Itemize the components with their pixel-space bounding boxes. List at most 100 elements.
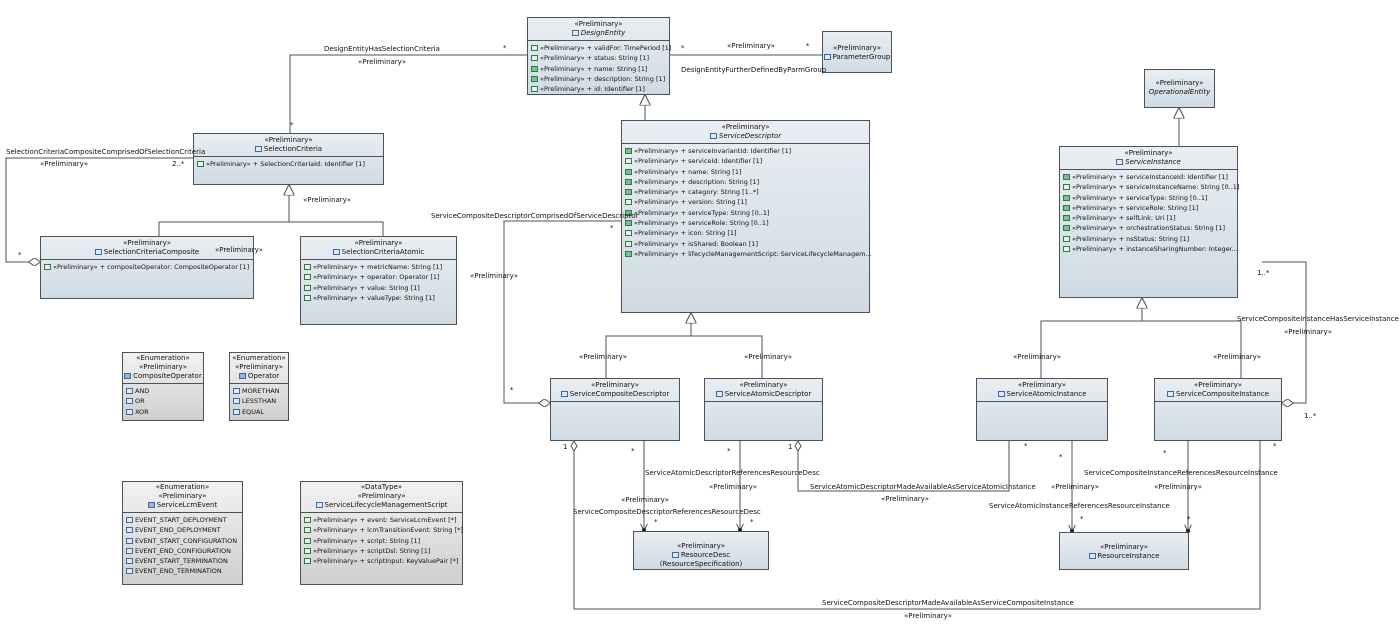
attribute-icon	[304, 274, 311, 281]
enum-operator[interactable]: «Enumeration»«Preliminary»Operator MORET…	[229, 352, 289, 421]
association-name-label: ServiceCompositeDescriptorComprisedOfSer…	[431, 212, 639, 220]
enum-composite-operator[interactable]: «Enumeration»«Preliminary»CompositeOpera…	[122, 352, 204, 421]
attribute-row[interactable]: «Preliminary» + selfLink: Uri [1]	[1063, 213, 1234, 223]
generalization-line	[1040, 320, 1142, 378]
class-resource-instance[interactable]: «Preliminary»ResourceInstance	[1059, 532, 1189, 570]
enum-literal[interactable]: EVENT_END_CONFIGURATION	[126, 546, 239, 556]
attribute-row[interactable]: «Preliminary» + compositeOperator: Compo…	[44, 262, 250, 272]
enum-literal[interactable]: XOR	[126, 407, 200, 417]
attribute-row[interactable]: «Preliminary» + scriptInput: KeyValuePai…	[304, 556, 459, 566]
attribute-row[interactable]: «Preliminary» + status: String [1]	[531, 53, 666, 63]
enum-literal[interactable]: EVENT_START_CONFIGURATION	[126, 536, 239, 546]
generalization-line	[1142, 320, 1242, 378]
attribute-icon	[625, 199, 632, 206]
class-resource-desc[interactable]: «Preliminary»ResourceDesc (ResourceSpeci…	[633, 531, 769, 570]
class-service-composite-instance[interactable]: «Preliminary»ServiceCompositeInstance	[1154, 378, 1282, 441]
association-name-label: SelectionCriteriaCompositeComprisedOfSel…	[6, 148, 206, 156]
enumeration-icon	[147, 502, 155, 508]
attribute-row[interactable]: «Preliminary» + serviceRole: String [1]	[1063, 203, 1234, 213]
enum-literal[interactable]: EQUAL	[233, 407, 285, 417]
multiplicity-label: *	[1080, 515, 1084, 523]
stereotype-label: «Preliminary»	[1154, 483, 1202, 491]
attribute-row[interactable]: «Preliminary» + serviceInvariantId: Iden…	[625, 146, 866, 156]
attribute-row[interactable]: «Preliminary» + serviceId: Identifier [1…	[625, 156, 866, 166]
literal-icon	[233, 388, 240, 394]
enum-literal[interactable]: LESSTHAN	[233, 396, 285, 406]
class-selection-criteria-composite[interactable]: «Preliminary»SelectionCriteriaComposite …	[40, 236, 254, 299]
attribute-row[interactable]: «Preliminary» + isShared: Boolean [1]	[625, 239, 866, 249]
enum-literal[interactable]: EVENT_END_DEPLOYMENT	[126, 525, 239, 535]
association-name-label: ServiceAtomicDescriptorReferencesResourc…	[645, 469, 820, 477]
attribute-row[interactable]: «Preliminary» + scriptDsl: String [1]	[304, 546, 459, 556]
attribute-icon	[531, 75, 538, 82]
class-service-atomic-instance[interactable]: «Preliminary»ServiceAtomicInstance	[976, 378, 1108, 441]
attribute-row[interactable]: «Preliminary» + lifecycleManagementScrip…	[625, 249, 872, 259]
class-selection-criteria-atomic[interactable]: «Preliminary»SelectionCriteriaAtomic «Pr…	[300, 236, 457, 325]
attribute-row[interactable]: «Preliminary» + validFor: TimePeriod [1]	[531, 43, 671, 53]
composition-line	[503, 220, 621, 403]
attribute-icon	[304, 517, 311, 523]
class-design-entity[interactable]: «Preliminary»DesignEntity «Preliminary» …	[527, 17, 671, 95]
attribute-row[interactable]: «Preliminary» + description: String [1]	[625, 177, 866, 187]
attribute-icon	[1063, 174, 1070, 180]
enum-literal[interactable]: AND	[126, 386, 200, 396]
attribute-row[interactable]: «Preliminary» + operator: Operator [1]	[304, 272, 453, 282]
attribute-row[interactable]: «Preliminary» + version: String [1]	[625, 197, 866, 207]
datatype-icon	[315, 502, 323, 508]
multiplicity-label: *	[1163, 449, 1167, 457]
class-icon	[715, 391, 723, 397]
multiplicity-label: 1..*	[1257, 269, 1270, 277]
enum-literal[interactable]: EVENT_END_TERMINATION	[126, 566, 239, 576]
stereotype-label: «Preliminary»	[904, 612, 952, 620]
attribute-icon	[44, 264, 51, 270]
attribute-row[interactable]: «Preliminary» + description: String [1]	[531, 74, 666, 84]
association-name-label: DesignEntityFurtherDefinedByParmGroup	[681, 66, 827, 74]
enum-literal[interactable]: MORETHAN	[233, 386, 285, 396]
attribute-icon	[531, 45, 538, 51]
generalization-line	[691, 335, 763, 378]
attribute-row[interactable]: «Preliminary» + script: String [1]	[304, 536, 459, 546]
attribute-row[interactable]: «Preliminary» + serviceType: String [0..…	[625, 208, 866, 218]
class-service-descriptor[interactable]: «Preliminary»ServiceDescriptor «Prelimin…	[621, 120, 872, 313]
attribute-row[interactable]: «Preliminary» + serviceType: String [0..…	[1063, 193, 1234, 203]
enum-literal[interactable]: EVENT_START_TERMINATION	[126, 556, 239, 566]
class-parameter-group[interactable]: «Preliminary»ParameterGroup	[822, 31, 892, 73]
multiplicity-label: 1	[563, 443, 568, 451]
enum-literal[interactable]: OR	[126, 396, 200, 406]
attribute-icon	[304, 547, 311, 554]
attribute-row[interactable]: «Preliminary» + instanceSharingNumber: I…	[1063, 244, 1238, 254]
attribute-row[interactable]: «Preliminary» + event: ServiceLcmEvent […	[304, 515, 459, 525]
attribute-icon	[625, 148, 632, 154]
attribute-row[interactable]: «Preliminary» + serviceInstanceName: Str…	[1063, 182, 1239, 192]
attribute-row[interactable]: «Preliminary» + serviceInstanceId: Ident…	[1063, 172, 1234, 182]
attribute-row[interactable]: «Preliminary» + valueType: String [1]	[304, 293, 453, 303]
class-service-atomic-descriptor[interactable]: «Preliminary»ServiceAtomicDescriptor	[704, 378, 823, 441]
class-service-composite-descriptor[interactable]: «Preliminary»ServiceCompositeDescriptor	[550, 378, 680, 441]
class-operational-entity[interactable]: «Preliminary»OperationalEntity	[1144, 69, 1215, 108]
attribute-row[interactable]: «Preliminary» + id: Identifier [1]	[531, 84, 666, 94]
attribute-row[interactable]: «Preliminary» + nsStatus: String [1]	[1063, 234, 1234, 244]
enum-literal[interactable]: EVENT_START_DEPLOYMENT	[126, 515, 239, 525]
attribute-row[interactable]: «Preliminary» + lcmTransitionEvent: Stri…	[304, 525, 463, 535]
attribute-icon	[304, 294, 311, 301]
attribute-row[interactable]: «Preliminary» + name: String [1]	[531, 64, 666, 74]
class-icon	[671, 552, 679, 558]
stereotype-label: «Preliminary»	[709, 483, 757, 491]
attribute-row[interactable]: «Preliminary» + SelectionCriteriaId: Ide…	[197, 159, 380, 169]
class-icon	[823, 54, 831, 60]
enum-service-lcm-event[interactable]: «Enumeration»«Preliminary»ServiceLcmEven…	[122, 481, 243, 585]
class-icon	[997, 391, 1005, 397]
multiplicity-label: *	[681, 44, 685, 52]
literal-icon	[126, 388, 133, 394]
attribute-row[interactable]: «Preliminary» + metricName: String [1]	[304, 262, 453, 272]
attribute-row[interactable]: «Preliminary» + serviceRole: String [0..…	[625, 218, 866, 228]
attribute-row[interactable]: «Preliminary» + name: String [1]	[625, 167, 866, 177]
class-service-instance[interactable]: «Preliminary»ServiceInstance «Preliminar…	[1059, 146, 1239, 298]
datatype-service-lifecycle-management-script[interactable]: «DataType»«Preliminary»ServiceLifecycleM…	[300, 481, 463, 585]
attribute-row[interactable]: «Preliminary» + icon: String [1]	[625, 228, 866, 238]
attribute-icon	[625, 178, 632, 185]
class-selection-criteria[interactable]: «Preliminary»SelectionCriteria «Prelimin…	[193, 133, 384, 185]
attribute-row[interactable]: «Preliminary» + orchestrationStatus: Str…	[1063, 223, 1234, 233]
attribute-row[interactable]: «Preliminary» + value: String [1]	[304, 283, 453, 293]
attribute-row[interactable]: «Preliminary» + category: String [1..*]	[625, 187, 866, 197]
